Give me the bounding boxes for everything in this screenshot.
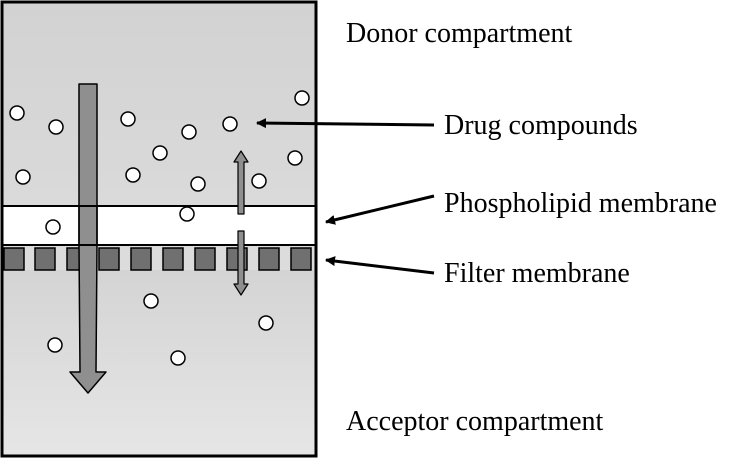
molecule <box>143 293 159 309</box>
acceptor-compartment <box>2 270 316 456</box>
filter-block <box>194 247 216 271</box>
molecule <box>152 145 168 161</box>
molecule <box>15 169 31 185</box>
molecule <box>45 219 61 235</box>
filter-membrane <box>3 247 312 271</box>
drug-molecules <box>9 90 310 366</box>
filter-block <box>3 247 25 271</box>
drug-label: Drug compounds <box>444 110 638 141</box>
molecule <box>48 119 64 135</box>
molecule <box>258 315 274 331</box>
molecule <box>170 350 186 366</box>
molecule <box>9 105 25 121</box>
chamber-outline <box>0 0 318 458</box>
donor-compartment <box>2 2 316 206</box>
filter-label: Filter membrane <box>444 258 630 289</box>
arrow-in-membrane <box>80 207 96 244</box>
molecule <box>294 90 310 106</box>
phospholipid-label: Phospholipid membrane <box>444 188 717 219</box>
molecule <box>181 124 197 140</box>
molecule <box>179 206 195 222</box>
donor-label: Donor compartment <box>346 18 573 49</box>
small-up-arrow <box>233 150 249 215</box>
molecule <box>222 116 238 132</box>
molecule <box>120 111 136 127</box>
filter-block <box>162 247 184 271</box>
molecule <box>47 337 63 353</box>
filter-pointer <box>325 256 435 275</box>
acceptor-label: Acceptor compartment <box>346 406 604 437</box>
molecule <box>125 167 141 183</box>
molecule <box>287 150 303 166</box>
molecule <box>251 173 267 189</box>
filter-block <box>130 247 152 271</box>
filter-block <box>34 247 56 271</box>
small-down-arrow <box>233 230 249 296</box>
filter-block <box>290 247 312 271</box>
molecule <box>190 176 206 192</box>
phospholipid-pointer <box>325 194 435 225</box>
filter-block <box>98 247 120 271</box>
drug-pointer <box>256 118 435 129</box>
filter-block <box>258 247 280 271</box>
